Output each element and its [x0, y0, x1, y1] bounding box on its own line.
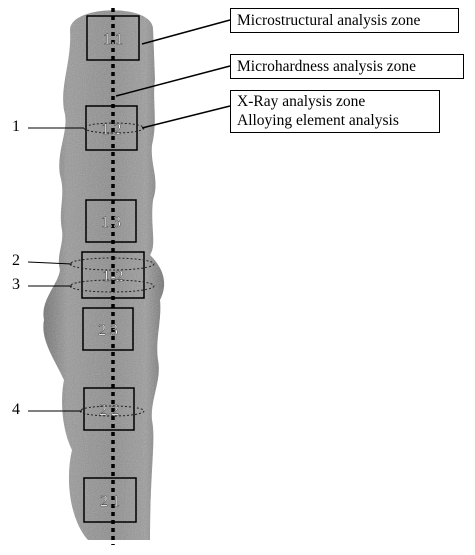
legend-xray: X-Ray analysis zone Alloying element ana…: [230, 90, 440, 133]
zone-box-2-3: [82, 307, 134, 351]
leader-xray: [141, 105, 231, 129]
analysis-ellipse-4: [79, 405, 145, 417]
zone-label-2-1: 2.1: [100, 493, 120, 510]
zone-label-1-1: 1.1: [103, 31, 123, 48]
analysis-ellipse-3: [69, 279, 155, 293]
zone-box-1-2: [81, 251, 145, 299]
legend-microstructural: Microstructural analysis zone: [230, 8, 459, 33]
side-label-1: 1: [12, 118, 20, 135]
zone-box-2-2: [83, 387, 135, 431]
analysis-ellipse-2: [69, 257, 155, 271]
legend-xray-line2: Alloying element analysis: [237, 112, 399, 129]
legend-microhardness-text: Microhardness analysis zone: [237, 58, 417, 75]
side-label-3: 3: [12, 276, 20, 293]
leader-microhardness: [115, 65, 231, 97]
legend-microstructural-text: Microstructural analysis zone: [237, 12, 421, 29]
zone-box-1-2: [85, 105, 138, 151]
zone-box-1-1: [86, 15, 140, 61]
zone-boxes: 1.11.21.31-22.32.22.1: [81, 15, 145, 523]
side-label-4: 4: [12, 401, 20, 418]
legend-microhardness: Microhardness analysis zone: [230, 54, 464, 79]
zone-label-1-3: 1.3: [101, 214, 121, 231]
leader-microstructural: [141, 19, 231, 45]
zone-box-2-1: [83, 477, 137, 523]
side-label-2: 2: [12, 252, 20, 269]
legend-xray-line1: X-Ray analysis zone: [237, 93, 366, 110]
zone-box-1-3: [85, 199, 137, 243]
side-leader-2: [27, 261, 73, 265]
zone-label-1-2: 1.2: [102, 121, 122, 138]
zone-label-2-3: 2.3: [98, 322, 118, 339]
zone-label-1-2: 1-2: [102, 268, 123, 285]
